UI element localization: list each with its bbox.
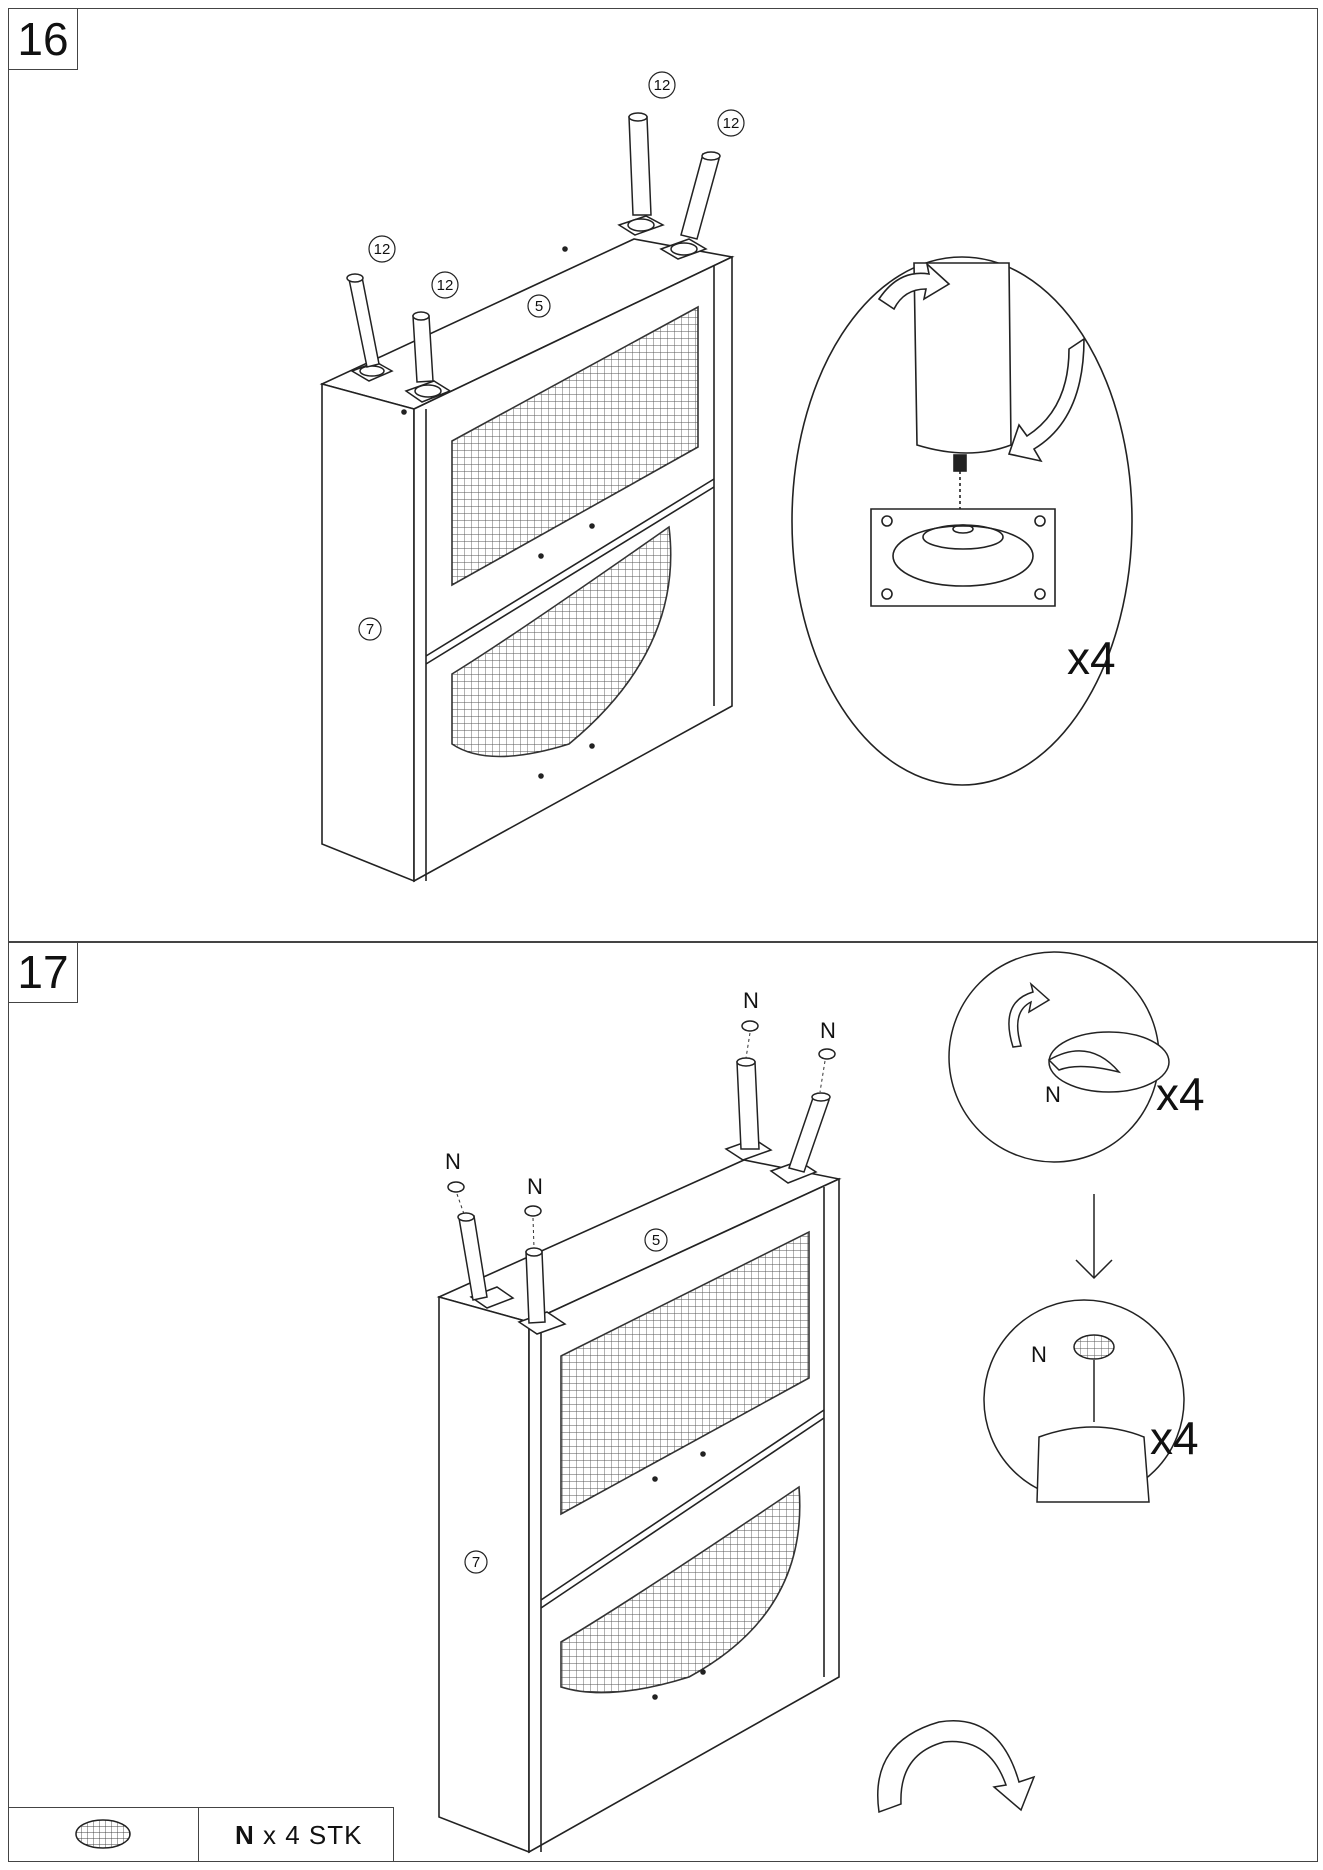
detail-multiplier-1: x4 (1156, 1068, 1205, 1120)
hardware-qty-text: x 4 STK (263, 1820, 363, 1850)
legs (346, 112, 721, 403)
hardware-qty: N x 4 STK (235, 1820, 363, 1851)
cabinet (436, 1159, 842, 1854)
part-callouts: 5 7 (464, 1228, 668, 1574)
flip-arrow-icon (877, 1720, 1036, 1814)
svg-text:N: N (527, 1174, 543, 1199)
step-number: 17 (9, 942, 78, 1003)
svg-text:N: N (445, 1149, 461, 1174)
down-arrow-icon (1075, 1194, 1113, 1280)
callout-leg-1: 12 (374, 241, 391, 258)
rotate-arrow-icon (877, 261, 951, 311)
detail-view (791, 256, 1133, 786)
step-17-panel: 17 (8, 941, 1318, 1862)
hardware-list: N x 4 STK (8, 1807, 394, 1862)
part-callouts: 12 12 12 12 5 7 (358, 71, 745, 641)
legs (447, 1020, 836, 1335)
detail-view-2 (983, 1299, 1185, 1503)
step-16-illustration: 12 12 12 12 5 7 x4 (319, 71, 1133, 883)
step-number: 16 (9, 9, 78, 70)
hardware-part: N (235, 1820, 255, 1850)
detail-multiplier: x4 (1067, 632, 1116, 684)
pad-guides (456, 1032, 826, 1249)
step-17-illustration: N N N N 5 7 N x4 (436, 951, 1205, 1854)
svg-text:N: N (743, 988, 759, 1013)
svg-text:N: N (820, 1018, 836, 1043)
felt-pad-icon (75, 1819, 131, 1849)
detail-view-1 (948, 951, 1170, 1163)
pad-labels: N N N N (445, 988, 836, 1199)
callout-side: 7 (472, 1554, 480, 1571)
detail-multiplier-2: x4 (1150, 1412, 1199, 1464)
callout-leg-4: 12 (723, 115, 740, 132)
cabinet (319, 238, 735, 883)
callout-top: 5 (652, 1232, 660, 1249)
callout-top: 5 (535, 298, 543, 315)
detail-pad-label: N (1045, 1082, 1061, 1107)
step-16-panel: 16 (8, 8, 1318, 943)
hardware-icon-cell (9, 1808, 199, 1861)
callout-side: 7 (366, 621, 374, 638)
detail-pad-label-2: N (1031, 1342, 1047, 1367)
rotate-arrow-icon (1008, 981, 1051, 1048)
rotate-arrow-icon (1007, 337, 1085, 463)
callout-leg-2: 12 (437, 277, 454, 294)
callout-leg-3: 12 (654, 77, 671, 94)
